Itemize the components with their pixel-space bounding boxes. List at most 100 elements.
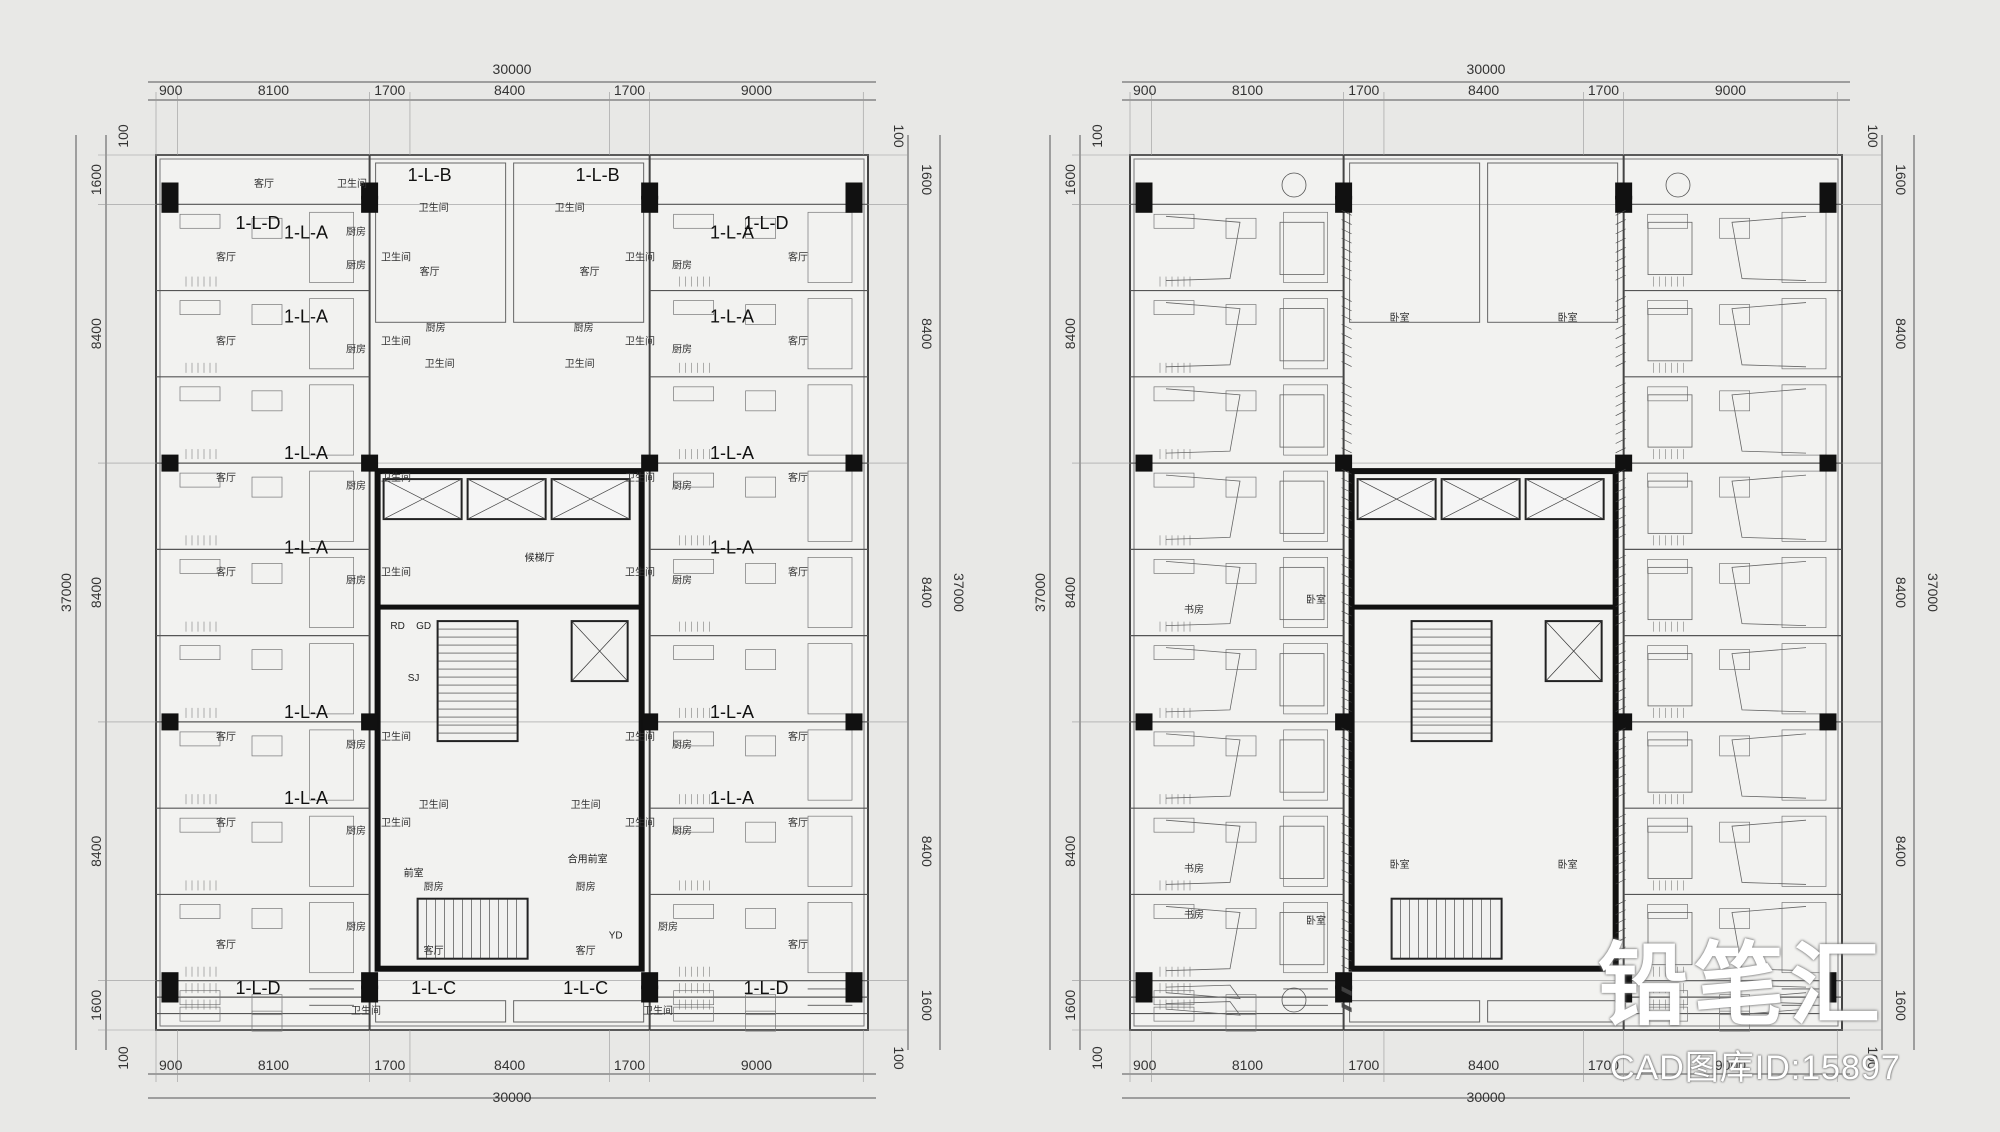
room-label-toilet: 卫生间 — [625, 816, 655, 829]
bed — [1647, 739, 1693, 793]
room-label-living: 客厅 — [424, 944, 444, 957]
room-label-bedroom: 卧室 — [1558, 858, 1578, 871]
top-seg-dim: 900 — [1133, 82, 1157, 98]
window-hatch — [1341, 1004, 1352, 1011]
window-hatch — [1615, 468, 1626, 475]
window-hatch — [1341, 478, 1352, 484]
dining-table — [745, 649, 777, 670]
building-inner-outline — [1133, 158, 1839, 1027]
elevator-x — [1357, 478, 1436, 520]
room-label-kitchen: 厨房 — [672, 258, 692, 271]
bathroom — [309, 557, 354, 628]
dining-table — [745, 735, 777, 757]
sofa — [673, 817, 715, 833]
bathroom — [1283, 557, 1328, 628]
window-hatch — [1341, 755, 1352, 762]
window-hatch — [1341, 851, 1352, 857]
edge-dim: 100 — [115, 124, 131, 148]
middle-unit-bottom-right — [1487, 1000, 1619, 1023]
top-seg-dim: 9000 — [1715, 82, 1746, 98]
structural-column — [1819, 182, 1837, 200]
window-hatch — [1341, 610, 1352, 617]
sofa — [179, 1006, 221, 1022]
structural-column — [845, 454, 863, 472]
top-seg-dim: 8100 — [1232, 82, 1263, 98]
window-hatch — [1615, 659, 1626, 666]
sofa — [1153, 213, 1195, 229]
bathroom — [309, 384, 354, 456]
wardrobe — [1731, 215, 1807, 281]
dining-table — [745, 390, 777, 412]
room-label-kitchen: 厨房 — [346, 920, 366, 933]
structural-column — [1819, 454, 1837, 472]
window-hatch — [1615, 641, 1626, 647]
window-hatch — [1615, 918, 1626, 925]
window-hatch — [1615, 1005, 1626, 1012]
core-inner-walls — [1349, 604, 1619, 972]
window-hatch — [1341, 237, 1352, 244]
window-hatch — [1341, 986, 1352, 993]
bed — [1279, 566, 1325, 621]
elevator-x — [1545, 620, 1602, 682]
left-seg-dim: 8400 — [88, 318, 104, 349]
top-seg-dim: 1700 — [614, 82, 645, 98]
structural-column — [161, 713, 179, 731]
bed — [1279, 739, 1325, 793]
core-label-rd: RD — [390, 621, 404, 632]
top-seg-dim: 8400 — [1468, 82, 1499, 98]
structural-column — [1335, 713, 1353, 731]
room-label-kitchen: 厨房 — [672, 479, 692, 492]
window-hatch — [1615, 382, 1626, 389]
window-hatch — [1615, 487, 1626, 493]
edge-dim: 100 — [1089, 124, 1105, 148]
window-hatch — [1341, 564, 1352, 570]
window-hatch — [1341, 687, 1352, 694]
window-hatch — [1615, 878, 1626, 885]
elevator-x — [383, 478, 462, 520]
top-total-dim: 30000 — [493, 61, 532, 77]
room-label-toilet: 卫生间 — [565, 357, 595, 370]
structural-column — [1335, 454, 1353, 472]
room-label-living: 客厅 — [216, 938, 236, 951]
sofa — [673, 990, 715, 1006]
edge-dim: 100 — [1865, 1046, 1881, 1070]
wardrobe — [1731, 388, 1807, 454]
window-hatch — [1341, 468, 1352, 475]
left-seg-dim: 1600 — [88, 164, 104, 195]
unit-label-a: 1-L-A — [284, 443, 328, 463]
window-hatch — [1615, 937, 1626, 943]
window-hatch — [1615, 447, 1626, 454]
core-label-sj: SJ — [408, 673, 420, 684]
window-hatch — [1341, 986, 1352, 992]
window-hatch — [1341, 438, 1352, 444]
room-label-kitchen: 厨房 — [426, 321, 446, 334]
dining-table — [251, 821, 283, 843]
wardrobe — [1165, 388, 1241, 454]
window-hatch — [1341, 296, 1352, 302]
elevator-x — [551, 478, 630, 520]
sofa — [1153, 1006, 1195, 1022]
window-hatch — [1341, 247, 1352, 253]
sofa — [1647, 904, 1689, 919]
sofa — [179, 472, 221, 488]
window-hatch — [1341, 305, 1352, 312]
room-label-toilet: 卫生间 — [625, 250, 655, 263]
window-hatch — [1615, 1003, 1626, 1010]
bottom-total-dim: 30000 — [493, 1089, 532, 1105]
window-hatch — [1615, 210, 1626, 216]
window-hatch — [1341, 487, 1352, 493]
bed — [1279, 912, 1325, 966]
dining-table — [251, 908, 283, 929]
window-hatch — [1341, 573, 1352, 580]
window-hatch — [1615, 986, 1626, 992]
structural-column — [641, 182, 659, 200]
unit-label-a: 1-L-A — [710, 222, 754, 242]
room-label-toilet: 卫生间 — [643, 1004, 673, 1017]
room-label-living: 客厅 — [216, 335, 236, 348]
window-hatch — [1341, 832, 1352, 839]
window-hatch — [1341, 987, 1352, 994]
bed — [1279, 394, 1325, 448]
window-hatch — [1615, 987, 1626, 994]
bathtub — [1281, 172, 1307, 198]
